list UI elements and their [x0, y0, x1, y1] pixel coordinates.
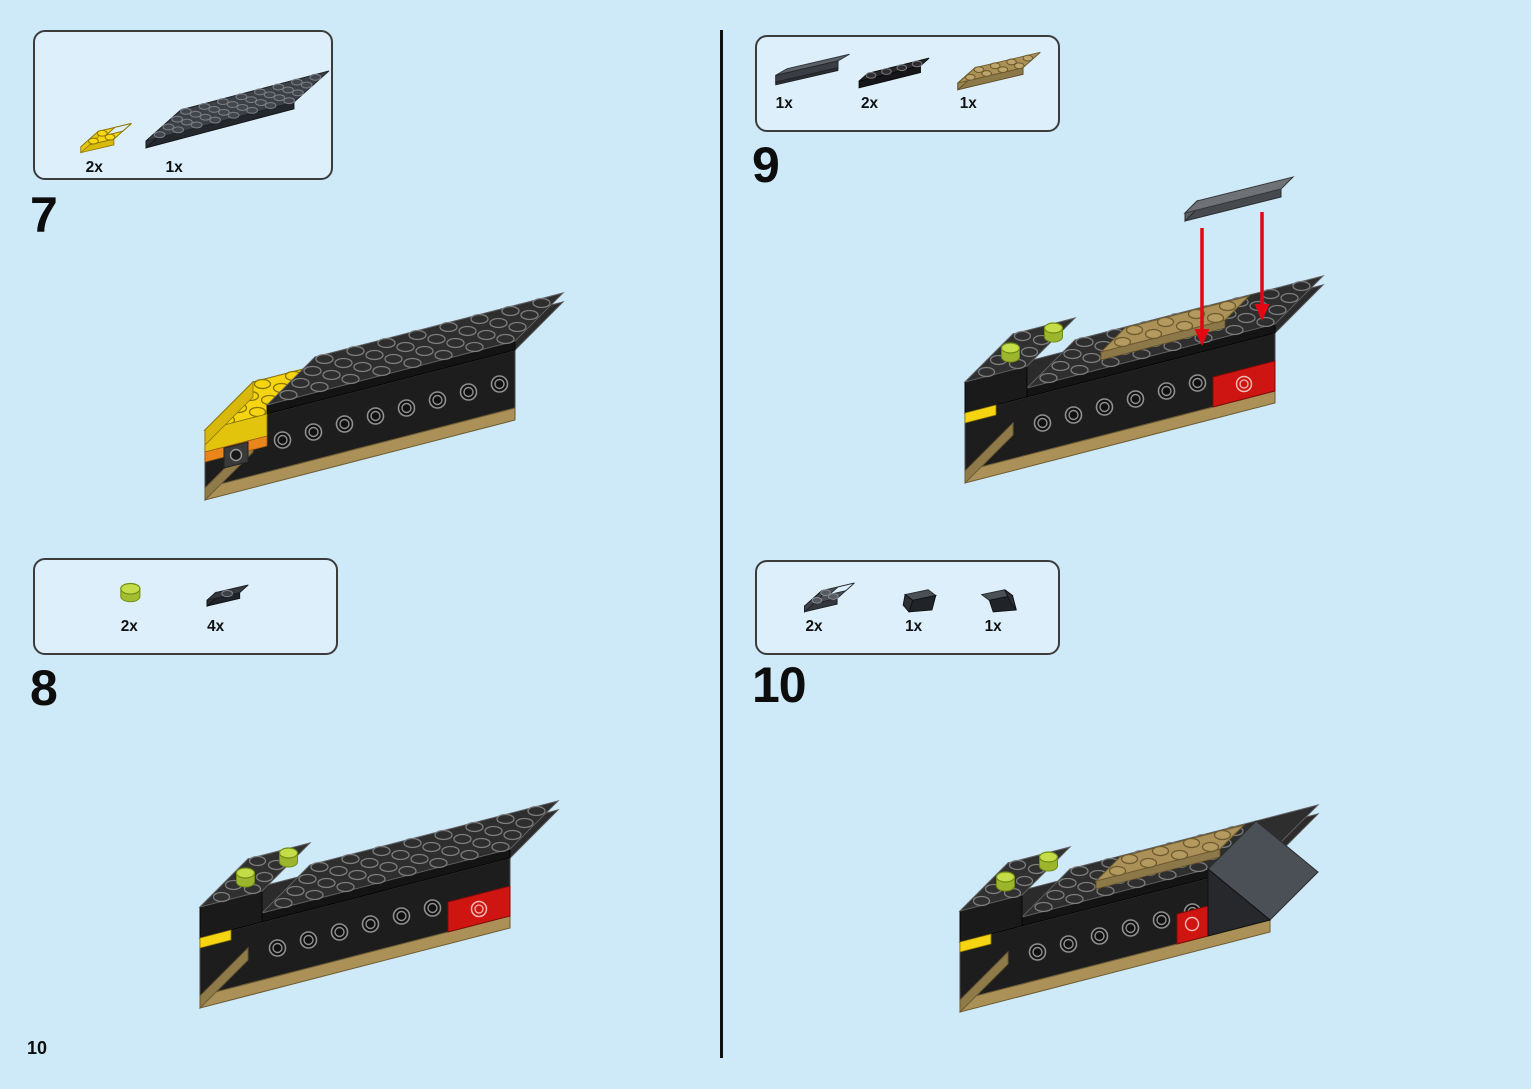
dark-tan-2x4-plate-icon	[957, 51, 1041, 91]
part-qty-label: 1x	[960, 95, 978, 112]
part-qty-label: 1x	[165, 159, 183, 176]
lime-round-plate	[1043, 322, 1064, 343]
step8-number: 8	[30, 660, 58, 716]
step10-assembly-illustration	[958, 804, 1320, 1014]
black-wedge-right-icon	[980, 589, 1017, 613]
dark-gray-corner-plate-icon	[804, 582, 855, 613]
part-qty-label: 2x	[861, 95, 879, 112]
placement-arrow-icon	[1254, 212, 1270, 321]
step7-parts-box: 2x 1x	[33, 30, 333, 180]
red-brick	[1212, 360, 1276, 408]
part-qty-label: 4x	[207, 618, 225, 635]
column-divider	[720, 30, 723, 1058]
page-number: 10	[27, 1038, 48, 1058]
step10-number: 10	[752, 657, 807, 713]
part-qty-label: 2x	[805, 618, 823, 635]
side-stud-rings	[273, 375, 509, 449]
step8-assembly-illustration	[198, 800, 560, 1010]
lime-round-plate	[995, 871, 1016, 892]
step10-parts-box: 2x 1x 1x	[755, 560, 1060, 655]
part-qty-label: 1x	[905, 618, 923, 635]
step9-parts-illustration: 1x 2x 1x	[775, 51, 1041, 112]
yellow-tile-front	[959, 933, 992, 953]
yellow-tile-front	[964, 404, 997, 424]
side-stud-rings	[268, 899, 442, 957]
part-qty-label: 1x	[776, 95, 794, 112]
dark-gray-slope-icon	[775, 53, 850, 86]
yellow-tile-front	[199, 929, 232, 949]
placement-arrow-icon	[1194, 228, 1210, 346]
tan-studs	[1113, 300, 1237, 348]
part-qty-label: 2x	[121, 618, 139, 635]
black-1x4-plate-icon	[858, 57, 930, 89]
step9-number: 9	[752, 137, 780, 193]
lime-round-plate	[1038, 851, 1059, 872]
red-brick	[447, 885, 511, 933]
black-studs	[279, 297, 551, 401]
step8-parts-illustration: 2x 4x	[120, 582, 249, 635]
tan-studs	[1108, 829, 1232, 877]
step7-parts-illustration: 2x 1x	[80, 70, 330, 176]
red-side-stud-ring	[1235, 375, 1253, 393]
bracket-hole	[229, 448, 243, 462]
red-side-stud-ring	[470, 900, 488, 918]
wedge-slope-nose	[1207, 820, 1319, 937]
lime-round-plate	[235, 867, 256, 888]
black-studs	[274, 805, 546, 909]
red-side-stud-ring	[1184, 916, 1200, 932]
step9-parts-box: 1x 2x 1x	[755, 35, 1060, 132]
part-qty-label: 2x	[86, 159, 104, 176]
lime-round-plate-icon	[120, 582, 141, 603]
yellow-corner-plate-icon	[80, 123, 132, 154]
black-wedge-left-icon	[902, 589, 937, 613]
step10-parts-illustration: 2x 1x 1x	[804, 582, 1017, 635]
floating-tile-part	[1183, 176, 1295, 223]
lime-round-plate	[1000, 342, 1021, 363]
step8-parts-box: 2x 4x	[33, 558, 338, 655]
black-jumper-plate-icon	[206, 584, 249, 608]
black-4x8-plate-icon	[145, 70, 330, 149]
step7-assembly-illustration	[203, 292, 565, 502]
side-stud-rings	[1033, 374, 1207, 432]
lime-round-plate	[278, 847, 299, 868]
part-qty-label: 1x	[985, 618, 1003, 635]
step7-number: 7	[30, 187, 58, 243]
step9-assembly-illustration	[963, 176, 1325, 485]
